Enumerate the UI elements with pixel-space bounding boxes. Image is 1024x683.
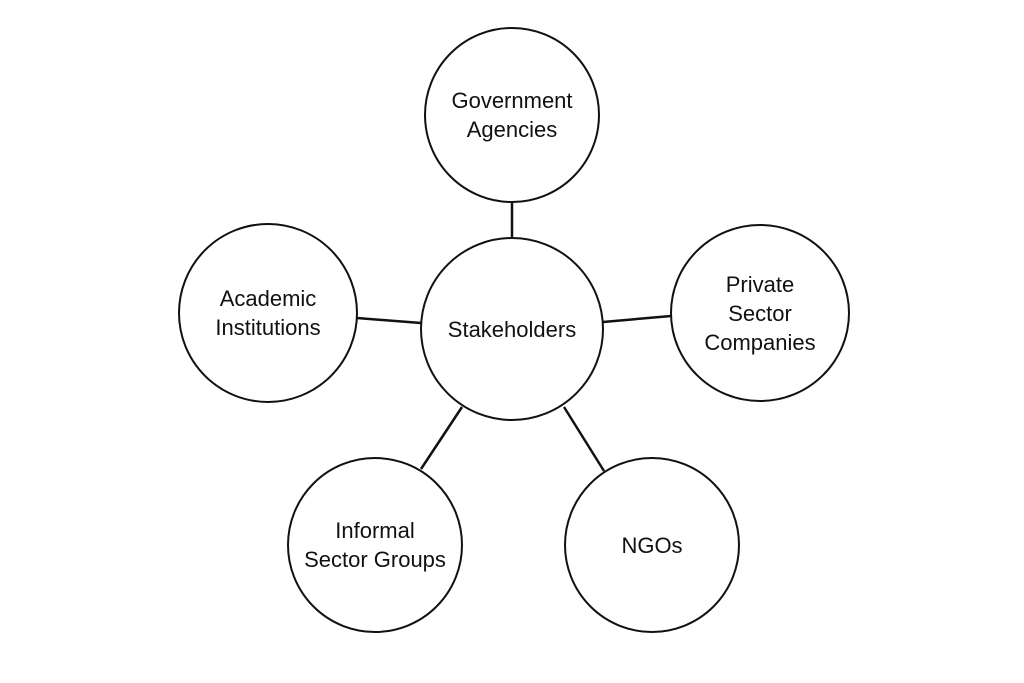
node-label: Private Sector Companies bbox=[704, 271, 816, 355]
node-label: Academic Institutions bbox=[215, 286, 321, 340]
edge-informal bbox=[419, 406, 464, 470]
node-label: Informal Sector Groups bbox=[304, 518, 446, 572]
node-academic-institutions: Academic Institutions bbox=[178, 223, 358, 403]
node-label: NGOs bbox=[621, 532, 683, 558]
edge-ngos bbox=[562, 406, 606, 472]
node-ngos: NGOs bbox=[564, 457, 740, 633]
edge-academic bbox=[356, 316, 422, 325]
node-stakeholders: Stakeholders bbox=[420, 237, 604, 421]
center-label: Stakeholders bbox=[447, 316, 577, 342]
node-label: Government Agencies bbox=[451, 88, 573, 142]
node-informal-sector-groups: Informal Sector Groups bbox=[287, 457, 463, 633]
node-government-agencies: Government Agencies bbox=[424, 27, 600, 203]
edge-private bbox=[602, 314, 672, 324]
node-private-sector-companies: Private Sector Companies bbox=[670, 224, 850, 402]
